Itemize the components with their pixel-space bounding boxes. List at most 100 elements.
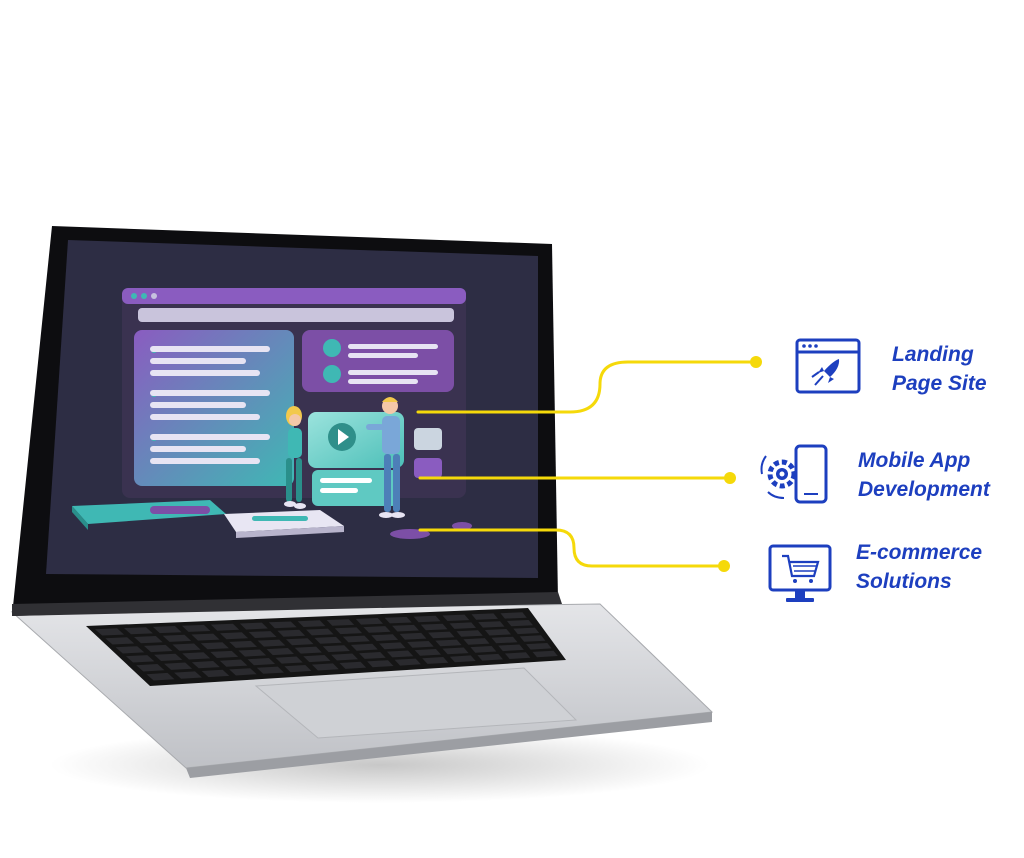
keyboard-key[interactable] xyxy=(219,659,248,667)
keyboard-key[interactable] xyxy=(504,652,531,659)
keyboard-key[interactable] xyxy=(174,671,202,679)
illus-window-dot xyxy=(131,293,137,299)
keyboard-key[interactable] xyxy=(229,668,257,676)
keyboard-key[interactable] xyxy=(125,655,155,663)
keyboard-key[interactable] xyxy=(463,638,490,645)
keyboard-key[interactable] xyxy=(134,636,163,644)
keyboard-key[interactable] xyxy=(191,661,220,669)
keyboard-key[interactable] xyxy=(470,646,497,653)
connector-dot-ecom xyxy=(718,560,730,572)
service-label-line: Mobile App xyxy=(858,449,971,472)
keyboard-key[interactable] xyxy=(275,656,303,664)
keyboard-key[interactable] xyxy=(210,623,240,631)
keyboard-key[interactable] xyxy=(519,635,546,642)
keyboard-key[interactable] xyxy=(248,631,277,638)
keyboard-key[interactable] xyxy=(442,614,470,621)
keyboard-key[interactable] xyxy=(256,666,284,674)
keyboard-key[interactable] xyxy=(449,655,476,663)
keyboard-key[interactable] xyxy=(449,622,477,629)
keyboard-key[interactable] xyxy=(420,623,448,631)
trackpad[interactable] xyxy=(254,667,578,739)
keyboard-key[interactable] xyxy=(210,650,239,658)
keyboard-key[interactable] xyxy=(394,658,421,666)
keyboard-key[interactable] xyxy=(339,661,367,669)
keyboard-key[interactable] xyxy=(124,627,153,635)
keyboard-key[interactable] xyxy=(342,635,370,643)
keyboard-key[interactable] xyxy=(294,646,322,654)
keyboard-key[interactable] xyxy=(277,629,306,637)
keyboard-key[interactable] xyxy=(306,628,334,636)
keyboard-key[interactable] xyxy=(363,626,391,633)
keyboard-key[interactable] xyxy=(144,644,173,653)
keyboard-keys xyxy=(95,612,558,681)
keyboard-key[interactable] xyxy=(334,627,363,635)
keyboard-key[interactable] xyxy=(484,629,511,636)
keyboard-key[interactable] xyxy=(526,643,552,650)
keyboard-key[interactable] xyxy=(266,648,294,656)
connector-line-ecom xyxy=(418,528,726,568)
keyboard-key[interactable] xyxy=(386,650,414,658)
keyboard-key[interactable] xyxy=(392,624,419,632)
keyboard-key[interactable] xyxy=(311,663,339,671)
keyboard-key[interactable] xyxy=(413,615,441,623)
shopping-cart-monitor-icon xyxy=(768,544,832,602)
keyboard-key[interactable] xyxy=(268,621,297,629)
keyboard-key[interactable] xyxy=(384,616,412,624)
keyboard-key[interactable] xyxy=(326,619,355,626)
keyboard-key[interactable] xyxy=(471,613,499,620)
keyboard-key[interactable] xyxy=(500,612,527,619)
keyboard-key[interactable] xyxy=(220,632,249,640)
keyboard-key[interactable] xyxy=(435,639,462,647)
keyboard-key[interactable] xyxy=(422,657,449,664)
keyboard-key[interactable] xyxy=(428,631,455,639)
keyboard-key[interactable] xyxy=(477,653,503,661)
keyboard-key[interactable] xyxy=(154,653,183,661)
keyboard-key[interactable] xyxy=(371,634,399,641)
service-label-mobile-app: Mobile App Development xyxy=(858,446,990,504)
keyboard-key[interactable] xyxy=(152,626,182,634)
keyboard-key[interactable] xyxy=(414,649,441,656)
keyboard-key[interactable] xyxy=(229,640,258,648)
keyboard-key[interactable] xyxy=(532,650,558,658)
keyboard-key[interactable] xyxy=(355,618,383,625)
keyboard-key[interactable] xyxy=(172,643,201,651)
keyboard-key[interactable] xyxy=(367,660,394,668)
keyboard-key[interactable] xyxy=(331,653,358,661)
keyboard-key[interactable] xyxy=(513,627,540,635)
keyboard-key[interactable] xyxy=(247,658,276,666)
keyboard-key[interactable] xyxy=(379,642,406,650)
keyboard-key[interactable] xyxy=(407,641,434,648)
keyboard-key[interactable] xyxy=(399,632,427,640)
keyboard-key[interactable] xyxy=(239,622,268,630)
keyboard-key[interactable] xyxy=(350,643,378,651)
keyboard-key[interactable] xyxy=(238,649,267,657)
keyboard-key[interactable] xyxy=(442,647,469,655)
keyboard-key[interactable] xyxy=(359,652,386,659)
keyboard-key[interactable] xyxy=(95,628,125,636)
keyboard-key[interactable] xyxy=(115,646,145,654)
keyboard-key[interactable] xyxy=(506,620,533,627)
laptop-hinge xyxy=(12,592,562,616)
keyboard-key[interactable] xyxy=(182,652,211,660)
keyboard-key[interactable] xyxy=(478,621,505,628)
keyboard-key[interactable] xyxy=(136,664,165,672)
keyboard-key[interactable] xyxy=(303,655,331,663)
keyboard-key[interactable] xyxy=(498,644,524,652)
keyboard-key[interactable] xyxy=(162,634,192,642)
keyboard-key[interactable] xyxy=(284,665,312,673)
keyboard-key[interactable] xyxy=(200,642,229,650)
keyboard-key[interactable] xyxy=(191,633,220,641)
keyboard-key[interactable] xyxy=(164,662,193,670)
keyboard-key[interactable] xyxy=(314,636,342,644)
keyboard-key[interactable] xyxy=(201,669,230,678)
keyboard-key[interactable] xyxy=(322,645,350,653)
keyboard-key[interactable] xyxy=(286,638,314,646)
keyboard-key[interactable] xyxy=(297,620,326,627)
keyboard-key[interactable] xyxy=(181,624,211,632)
keyboard-key[interactable] xyxy=(105,637,135,645)
keyboard-key[interactable] xyxy=(456,630,483,637)
service-label-line: Development xyxy=(858,478,990,501)
keyboard-key[interactable] xyxy=(491,636,518,644)
keyboard-key[interactable] xyxy=(146,672,175,681)
keyboard-key[interactable] xyxy=(257,639,286,647)
